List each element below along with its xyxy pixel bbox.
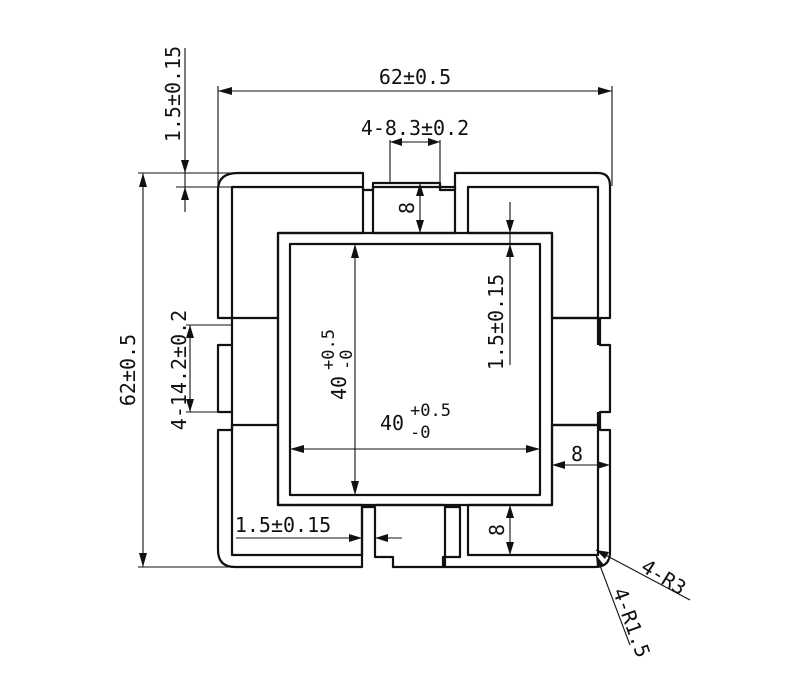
label-inner-height-lower: -0	[337, 350, 357, 370]
label-inner-width-lower: -0	[410, 423, 430, 443]
profile-outline	[216, 171, 612, 569]
label-radius-inner: 4-R1.5	[608, 585, 655, 661]
label-overall-width: 62±0.5	[379, 65, 451, 89]
label-inner-height-base: 40	[327, 376, 351, 400]
outer-boundary	[216, 171, 612, 569]
dimension-lines	[138, 48, 691, 646]
slot-top-inner	[371, 185, 457, 235]
label-inner-width-upper: +0.5	[410, 401, 451, 421]
label-wall-top: 1.5±0.15	[161, 46, 185, 142]
corner-cell-top-left	[230, 185, 365, 320]
slot-left-inner	[230, 318, 280, 425]
label-slot-depth-bottom: 8	[485, 524, 509, 536]
label-slot-depth-top: 8	[395, 202, 419, 214]
label-slot-depth-right: 8	[571, 442, 583, 466]
label-inner-width: 40 +0.5 -0	[380, 401, 451, 443]
label-inner-height: 40 +0.5 -0	[319, 329, 357, 400]
label-slot-top-width: 4-8.3±0.2	[361, 116, 469, 140]
slot-right-inner	[552, 316, 600, 427]
label-inner-height-upper: +0.5	[319, 329, 339, 370]
label-overall-height: 62±0.5	[116, 334, 140, 406]
label-wall-bottom: 1.5±0.15	[235, 513, 331, 537]
dimension-labels: 62±0.5 4-8.3±0.2 1.5±0.15 62±0.5 4-14.2±…	[116, 46, 690, 661]
inner-chamber-hole	[288, 242, 542, 497]
label-inner-width-base: 40	[380, 411, 404, 435]
label-wall-inner: 1.5±0.15	[484, 274, 508, 370]
label-radius-outer: 4-R3	[637, 554, 691, 600]
label-slot-side-width: 4-14.2±0.2	[167, 310, 191, 430]
